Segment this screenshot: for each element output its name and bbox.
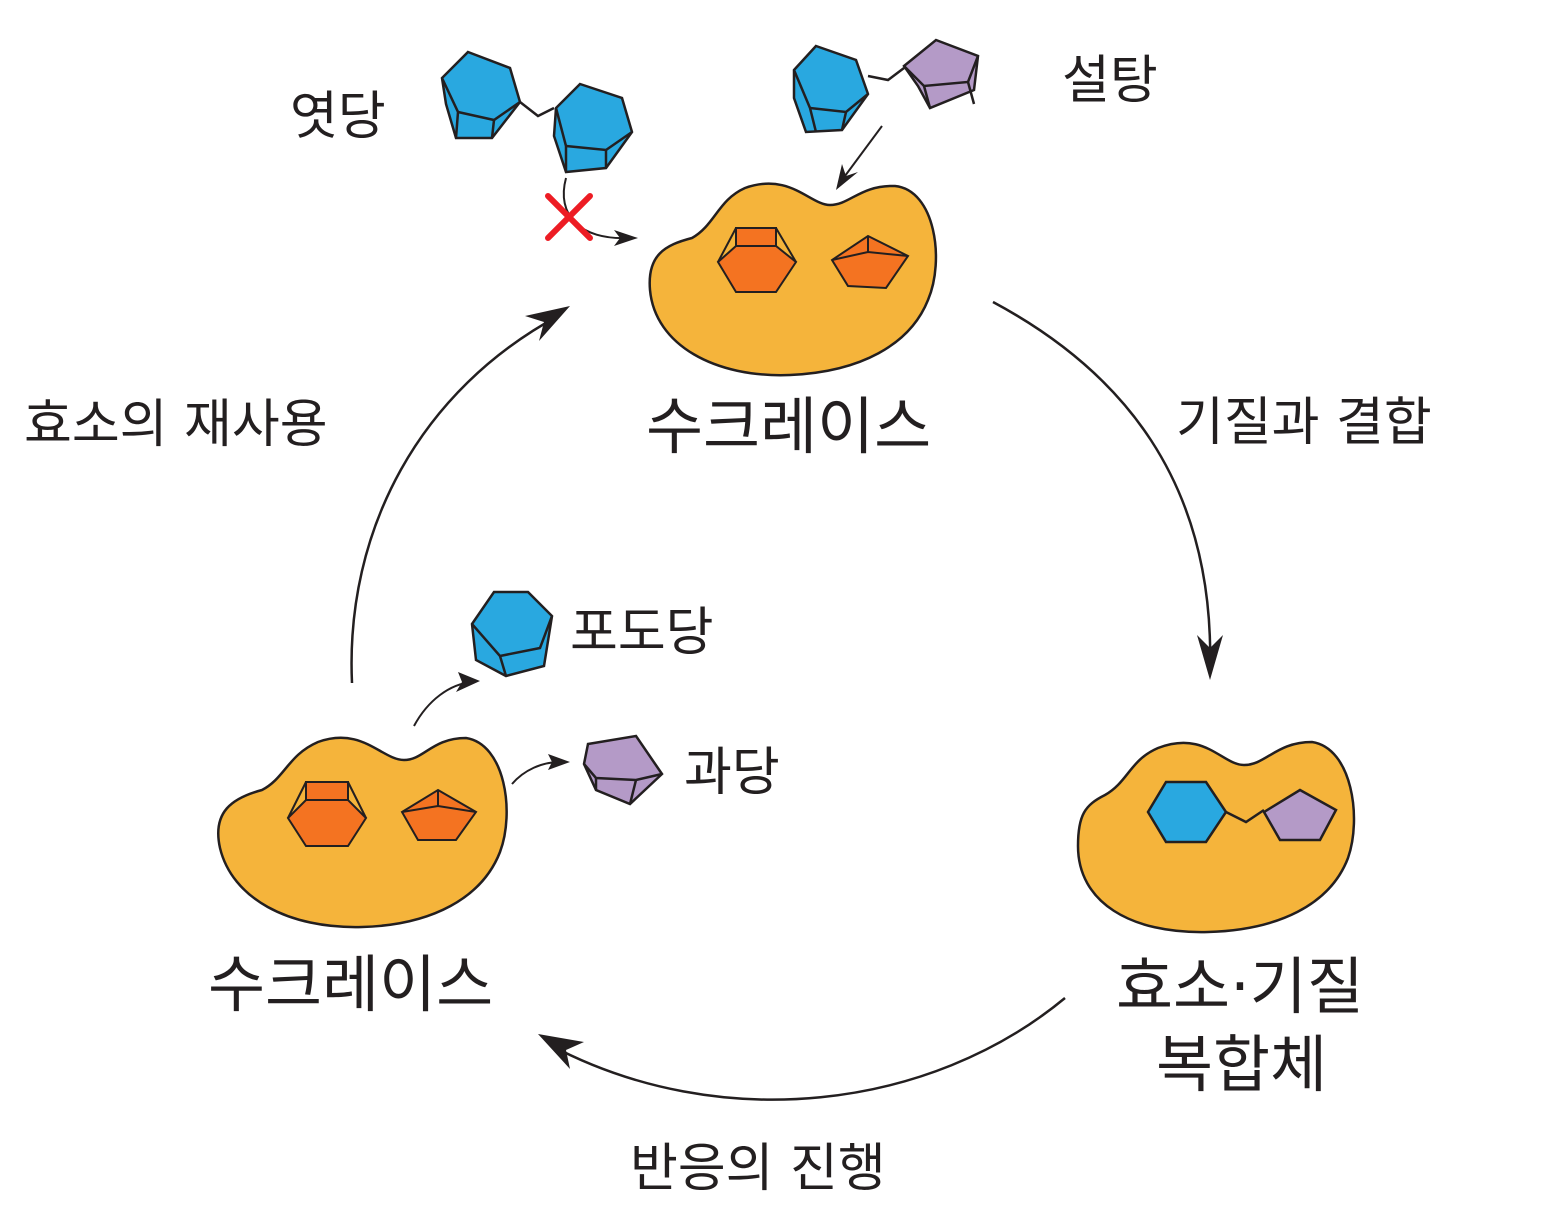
sucrose-molecule [792,38,980,134]
enzyme-substrate-complex [1076,740,1356,934]
released-fructose [582,734,664,806]
enzyme-top [648,182,938,377]
arrow-binding-head [1197,635,1223,680]
label-step-binding: 기질과 결합 [1176,393,1432,453]
enzyme-bottom [217,736,508,929]
maltose-arrow-head [614,230,638,246]
sucrose-bond [867,67,905,82]
active-site-hexagon-top [716,227,798,293]
sucrose-glucose [792,44,870,134]
released-glucose [470,590,554,678]
arrow-reaction [549,997,1066,1101]
sucrose-fructose [902,38,980,110]
arrow-reaction-head [538,1034,584,1069]
maltose-molecule [440,50,634,174]
label-complex-line1: 효소·기질 [1116,950,1364,1023]
label-enzyme-top: 수크레이스 [646,390,931,463]
active-site-pentagon-bottom [400,788,478,841]
sucrose-arrow [841,125,883,181]
active-site-hexagon-bottom [286,781,368,847]
enzyme-bottom-body [217,736,508,929]
label-maltose: 엿당 [290,87,386,147]
bound-bond [1225,808,1265,824]
arrow-binding [992,300,1212,671]
bound-fructose [1262,788,1338,842]
enzyme-top-body [648,182,938,377]
maltose-arrow [562,177,629,240]
enzyme-complex-body [1076,740,1356,934]
label-sucrose: 설탕 [1062,51,1158,111]
label-glucose: 포도당 [570,603,714,663]
maltose-glucose-right [552,82,634,174]
bound-glucose [1146,780,1228,844]
maltose-glucose-left [440,50,522,140]
blocked-x-icon [545,193,593,241]
label-enzyme-bottom: 수크레이스 [208,948,493,1021]
sucrose-arrow-head [836,164,858,190]
fructose-release-arrow-head [548,754,570,770]
active-site-pentagon-top [830,234,910,290]
arrow-reuse-head [525,306,570,341]
arrow-reuse [350,313,561,684]
label-complex-line2: 복합체 [1156,1028,1327,1101]
maltose-bond [519,101,555,118]
label-step-reaction: 반응의 진행 [630,1139,886,1199]
label-step-reuse: 효소의 재사용 [24,395,328,455]
glucose-release-arrow-head [456,672,480,692]
label-fructose: 과당 [684,743,780,803]
